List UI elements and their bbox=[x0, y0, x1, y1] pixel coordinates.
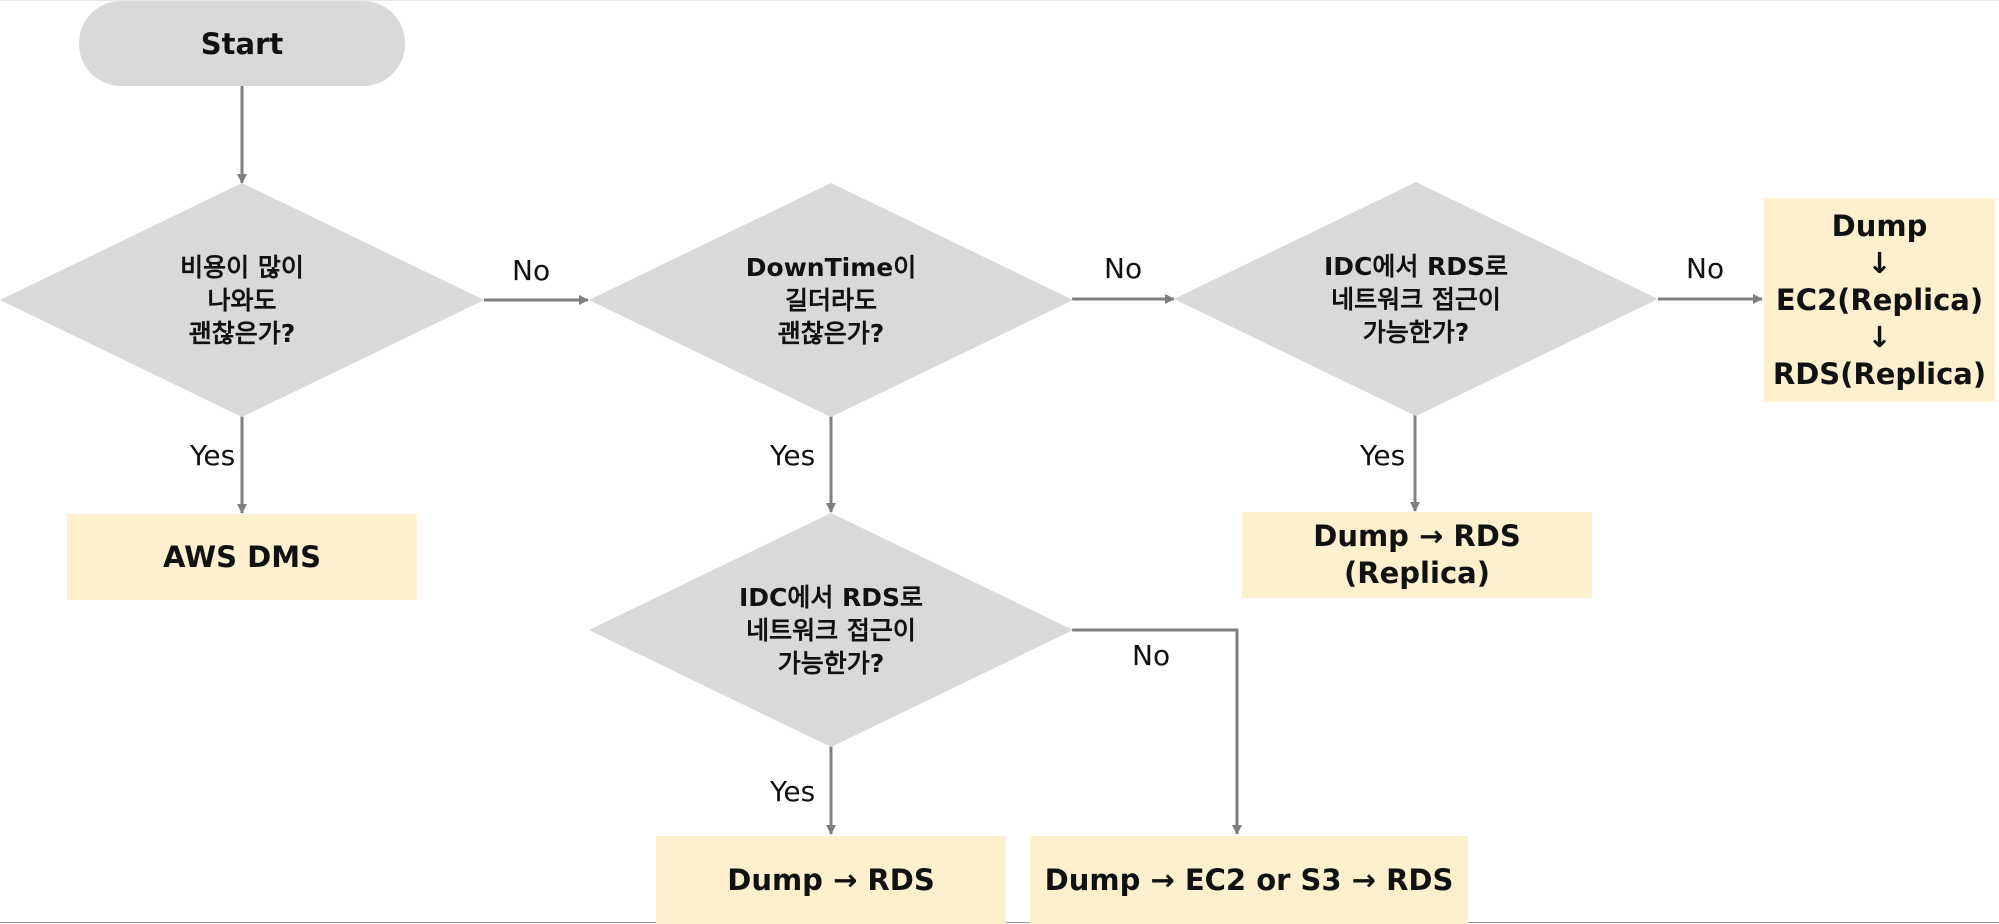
decision-cost-text: 비용이 많이 나와도 괜찮은가? bbox=[180, 251, 304, 350]
start-terminal: Start bbox=[79, 1, 405, 86]
result-dump-rds-line-1: Dump → RDS bbox=[727, 862, 935, 897]
decision-network-top-shape bbox=[1174, 182, 1658, 416]
decision-downtime-text: DownTime이 길더라도 괜찮은가? bbox=[746, 251, 916, 350]
label-no-cost: No bbox=[512, 254, 551, 287]
decision-downtime-line-1: DownTime이 bbox=[745, 252, 917, 282]
decision-network-top-line-2: 네트워크 접근이 bbox=[1331, 284, 1501, 314]
label-yes-cost: Yes bbox=[190, 439, 236, 472]
decision-cost-shape bbox=[0, 183, 484, 417]
label-yes-network-top: Yes bbox=[1360, 439, 1406, 472]
decision-network-bottom-line-3: 가능한가? bbox=[777, 648, 885, 678]
result-dump-ec2-s3-rds: Dump → EC2 or S3 → RDS bbox=[1030, 836, 1468, 924]
decision-cost: 비용이 많이 나와도 괜찮은가? bbox=[0, 183, 484, 417]
label-yes-network-bottom: Yes bbox=[770, 775, 816, 808]
label-no-network-bottom: No bbox=[1132, 639, 1171, 672]
decision-cost-line-3: 괜찮은가? bbox=[188, 318, 296, 348]
decision-downtime-shape bbox=[589, 183, 1073, 417]
decision-network-bottom: IDC에서 RDS로 네트워크 접근이 가능한가? bbox=[589, 513, 1073, 747]
decision-network-bottom-text: IDC에서 RDS로 네트워크 접근이 가능한가? bbox=[739, 581, 923, 680]
decision-network-top-text: IDC에서 RDS로 네트워크 접근이 가능한가? bbox=[1324, 250, 1508, 349]
result-dump-ec2-rds-replica-line-2: ↓ bbox=[1867, 245, 1892, 280]
decision-network-bottom-line-2: 네트워크 접근이 bbox=[746, 615, 916, 645]
result-dump-ec2-rds-replica-line-5: RDS(Replica) bbox=[1772, 356, 1987, 391]
result-dump-rds: Dump → RDS bbox=[656, 836, 1006, 924]
decision-downtime: DownTime이 길더라도 괜찮은가? bbox=[589, 183, 1073, 417]
label-no-downtime: No bbox=[1104, 252, 1143, 285]
result-dump-rds-replica: Dump → RDS (Replica) bbox=[1242, 512, 1592, 598]
decision-network-bottom-line-1: IDC에서 RDS로 bbox=[738, 582, 924, 612]
label-yes-downtime: Yes bbox=[770, 439, 816, 472]
result-dump-ec2-rds-replica-line-3: EC2(Replica) bbox=[1775, 282, 1984, 317]
result-dump-rds-replica-line-2: (Replica) bbox=[1344, 556, 1490, 590]
decision-cost-line-1: 비용이 많이 bbox=[180, 252, 304, 282]
decision-network-top: IDC에서 RDS로 네트워크 접근이 가능한가? bbox=[1174, 182, 1658, 416]
decision-downtime-line-3: 괜찮은가? bbox=[777, 318, 885, 348]
result-aws-dms-line-1: AWS DMS bbox=[163, 539, 321, 574]
result-aws-dms: AWS DMS bbox=[67, 514, 417, 600]
result-dump-ec2-rds-replica-line-1: Dump bbox=[1831, 208, 1928, 243]
decision-downtime-line-2: 길더라도 bbox=[784, 285, 877, 315]
start-label: Start bbox=[200, 26, 284, 61]
result-dump-ec2-s3-rds-line-1: Dump → EC2 or S3 → RDS bbox=[1044, 862, 1454, 897]
decision-network-top-line-3: 가능한가? bbox=[1362, 317, 1470, 347]
decision-network-top-line-1: IDC에서 RDS로 bbox=[1323, 251, 1509, 281]
decision-network-bottom-shape bbox=[589, 513, 1073, 747]
decision-cost-line-2: 나와도 bbox=[207, 285, 277, 315]
arrow-network-bottom-no bbox=[1072, 628, 1242, 835]
result-dump-rds-replica-line-1: Dump → RDS bbox=[1313, 519, 1521, 553]
result-dump-ec2-rds-replica: Dump ↓ EC2(Replica) ↓ RDS(Replica) bbox=[1764, 198, 1995, 402]
result-dump-ec2-rds-replica-line-4: ↓ bbox=[1867, 319, 1892, 354]
label-no-network-top: No bbox=[1686, 252, 1725, 285]
